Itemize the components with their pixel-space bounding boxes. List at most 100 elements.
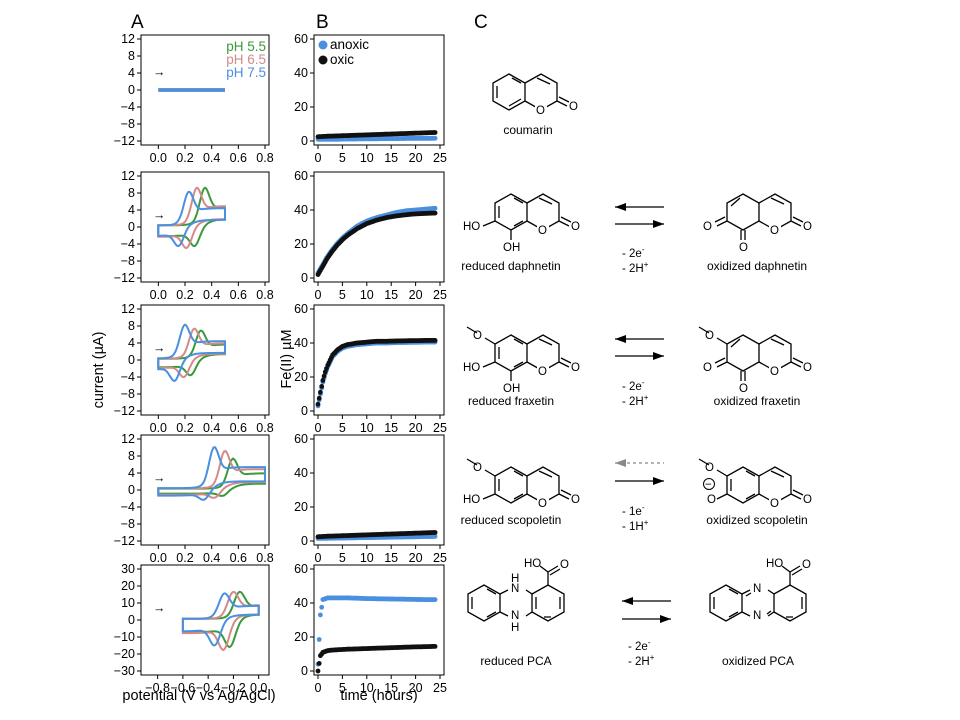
ring-o: O	[538, 225, 547, 237]
x-tick-label: 10	[360, 551, 374, 565]
oxidized-pca-label: oxidized PCA	[722, 654, 794, 668]
carbonyl-o: O	[803, 362, 812, 374]
b-x-axis-label: time (hours)	[340, 688, 417, 704]
y-tick-label: −8	[121, 387, 135, 401]
data-point-oxic	[432, 210, 438, 216]
y-tick-label: 0	[128, 613, 135, 627]
legend-entry: pH 5.5	[226, 39, 266, 54]
y-tick-label: 0	[301, 134, 308, 148]
plot-frame	[313, 434, 445, 546]
y-tick-label: 0	[128, 483, 135, 497]
x-tick-label: 0	[315, 151, 322, 165]
nh-n: N	[511, 610, 519, 622]
y-tick-label: 0	[301, 534, 308, 548]
data-point-anoxic	[432, 597, 438, 602]
data-point-anoxic	[432, 205, 438, 211]
x-tick-label: 0.8	[256, 551, 273, 565]
y-tick-label: −4	[121, 100, 135, 114]
data-point-oxic	[432, 644, 438, 649]
ring-o: O	[770, 366, 779, 378]
y-tick-label: 40	[294, 203, 308, 217]
legend-entry: pH 7.5	[226, 65, 266, 80]
scan-direction-arrow: →	[153, 65, 166, 79]
x-tick-label: 0.2	[176, 288, 193, 302]
equilibrium-arrows	[615, 335, 664, 360]
data-point-anoxic	[319, 604, 325, 610]
panel-c-schemes: O O coumarin O O HO OH reduced daphnetin	[461, 73, 812, 668]
ho-label: HO	[463, 494, 480, 506]
y-tick-label: 60	[294, 432, 308, 446]
proton-loss-label: - 2H+	[622, 260, 649, 275]
x-tick-label: 10	[360, 421, 374, 435]
ketone-o: O	[703, 362, 712, 374]
nh-n: N	[511, 583, 519, 595]
oxidized-pca-structure: N N HO O oxidized PCA	[709, 558, 811, 668]
coumarin-label: coumarin	[503, 123, 552, 137]
y-tick-label: 60	[294, 32, 308, 46]
y-tick-label: 8	[128, 49, 135, 63]
data-point-oxic	[318, 389, 323, 395]
data-point-anoxic	[316, 637, 322, 642]
panel-label-c: C	[474, 12, 488, 33]
y-tick-label: 4	[128, 336, 135, 350]
x-tick-label: 0.8	[256, 151, 273, 165]
y-tick-label: 60	[294, 302, 308, 316]
x-tick-label: 0	[315, 681, 322, 695]
x-tick-label: 0	[315, 551, 322, 565]
cv-trace	[181, 592, 260, 647]
cv-trace	[157, 323, 226, 382]
y-tick-label: 0	[301, 664, 308, 678]
plot-frame	[313, 171, 445, 283]
plot-frame	[313, 304, 445, 416]
x-tick-label: 0.0	[250, 681, 267, 695]
y-tick-label: −12	[114, 404, 135, 418]
oxidized-fraxetin-label: oxidized fraxetin	[714, 394, 801, 408]
x-tick-label: 0.4	[203, 421, 220, 435]
data-point-oxic	[432, 130, 438, 135]
plot-frame	[140, 434, 270, 546]
equilibrium-arrows	[622, 597, 671, 623]
ring-o: O	[770, 498, 779, 510]
y-tick-label: −8	[121, 517, 135, 531]
x-tick-label: −0.2	[221, 681, 246, 695]
atom-bg	[535, 104, 547, 116]
reduced-pca-structure: N H N H HO O reduced PCA	[467, 558, 569, 668]
oxidized-daphnetin-label: oxidized daphnetin	[707, 259, 807, 273]
y-tick-label: 20	[294, 370, 308, 384]
x-tick-label: 15	[384, 151, 398, 165]
legend-marker	[318, 40, 328, 50]
carbonyl-bond	[558, 96, 570, 103]
x-tick-label: 0.6	[230, 151, 247, 165]
y-tick-label: −12	[114, 534, 135, 548]
x-tick-label: 25	[433, 151, 447, 165]
carbonyl-o: O	[571, 221, 580, 233]
x-tick-label: 15	[384, 421, 398, 435]
ketone-o: O	[739, 242, 748, 254]
reduced-fraxetin-label: reduced fraxetin	[468, 394, 554, 408]
y-tick-label: 20	[121, 579, 135, 593]
data-point-oxic	[432, 530, 438, 535]
y-tick-label: 0	[301, 404, 308, 418]
nh-h: H	[511, 622, 519, 634]
ring-o: O	[770, 225, 779, 237]
carbonyl-o: O	[803, 221, 812, 233]
x-tick-label: 0	[315, 421, 322, 435]
oh-label: OH	[503, 383, 520, 395]
x-tick-label: 25	[433, 551, 447, 565]
cv-trace	[157, 190, 226, 248]
oxidized-scopoletin-label: oxidized scopoletin	[706, 513, 807, 527]
methoxy-o: O	[705, 330, 714, 342]
scan-direction-arrow: →	[153, 471, 166, 485]
nh-h: H	[511, 573, 519, 585]
y-tick-label: 0	[301, 271, 308, 285]
proton-loss-label: - 2H+	[622, 393, 649, 408]
y-tick-label: 60	[294, 562, 308, 576]
scopoletin-scheme: O O O HO reduced scopoletin - 1e- - 1H+	[461, 458, 812, 533]
x-tick-label: 0.6	[230, 288, 247, 302]
